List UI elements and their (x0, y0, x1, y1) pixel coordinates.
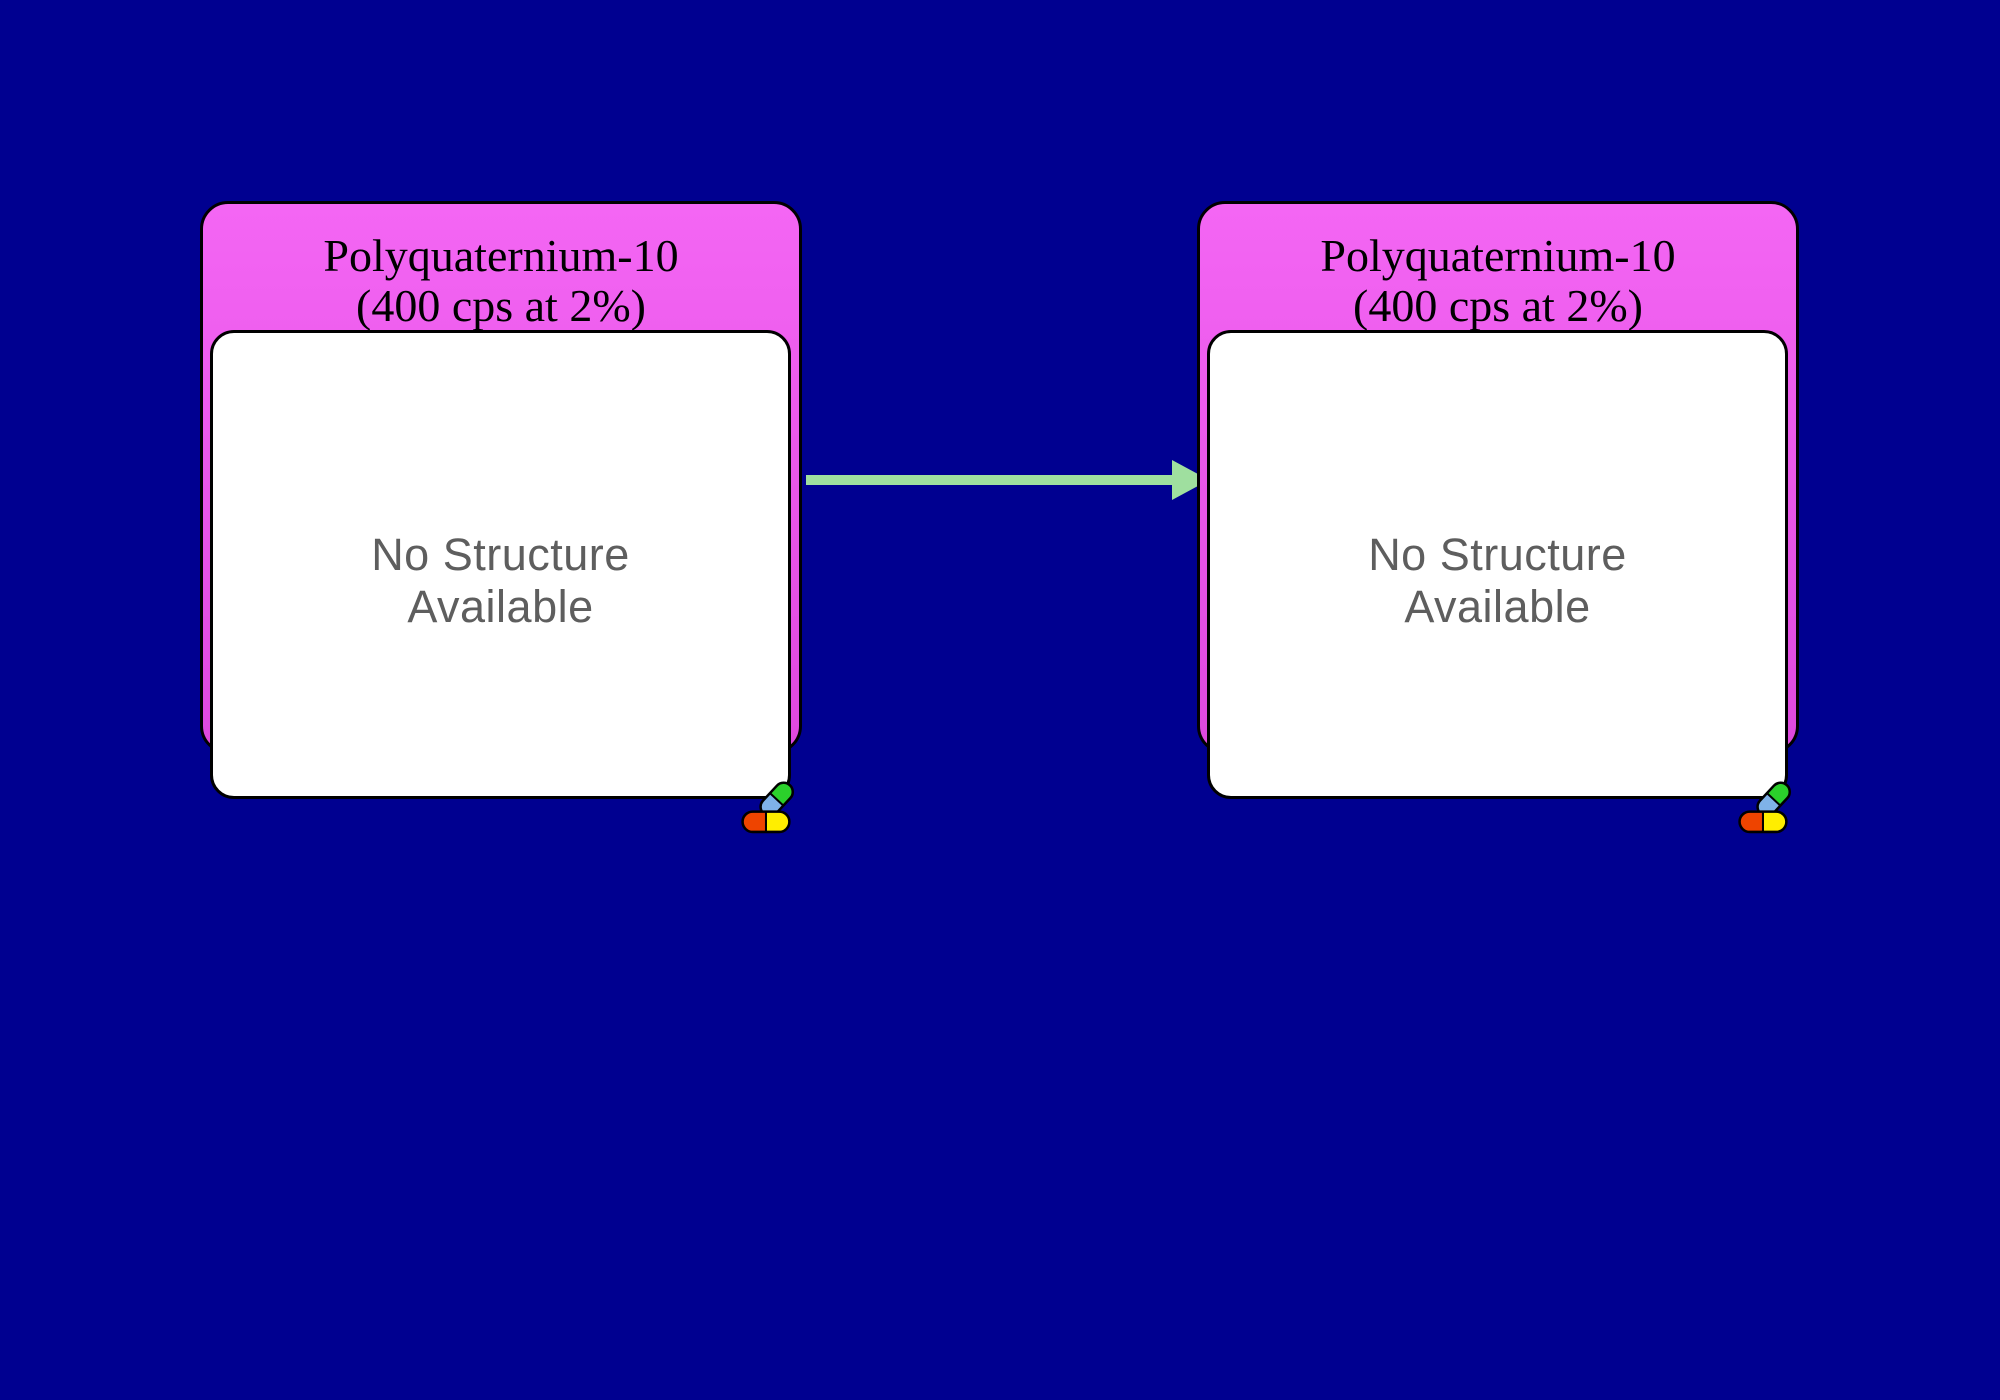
compound-qualifier: (400 cps at 2%) (356, 280, 646, 331)
placeholder-line: No Structure (1368, 528, 1627, 580)
placeholder-line: No Structure (371, 528, 630, 580)
capsule-tilted (1756, 781, 1792, 818)
compound-node[interactable]: Polyquaternium-10 (400 cps at 2%) No Str… (1197, 201, 1799, 834)
capsule-tilted (759, 781, 795, 818)
no-structure-text: No Structure Available (371, 529, 630, 633)
structure-area: No Structure Available (1207, 330, 1788, 799)
no-structure-text: No Structure Available (1368, 529, 1627, 633)
capsule-horizontal (1738, 810, 1788, 834)
compound-name: Polyquaternium-10 (323, 230, 679, 281)
compound-qualifier: (400 cps at 2%) (1353, 280, 1643, 331)
pill-icon[interactable] (1736, 778, 1793, 835)
placeholder-line: Available (407, 580, 594, 632)
placeholder-line: Available (1404, 580, 1591, 632)
compound-name: Polyquaternium-10 (1320, 230, 1676, 281)
reaction-arrow (806, 460, 1209, 500)
structure-area: No Structure Available (210, 330, 791, 799)
compound-node[interactable]: Polyquaternium-10 (400 cps at 2%) No Str… (200, 201, 802, 834)
compound-header: Polyquaternium-10 (400 cps at 2%) (203, 204, 799, 344)
capsule-horizontal (741, 810, 791, 834)
compound-header: Polyquaternium-10 (400 cps at 2%) (1200, 204, 1796, 344)
pill-icon[interactable] (739, 778, 796, 835)
